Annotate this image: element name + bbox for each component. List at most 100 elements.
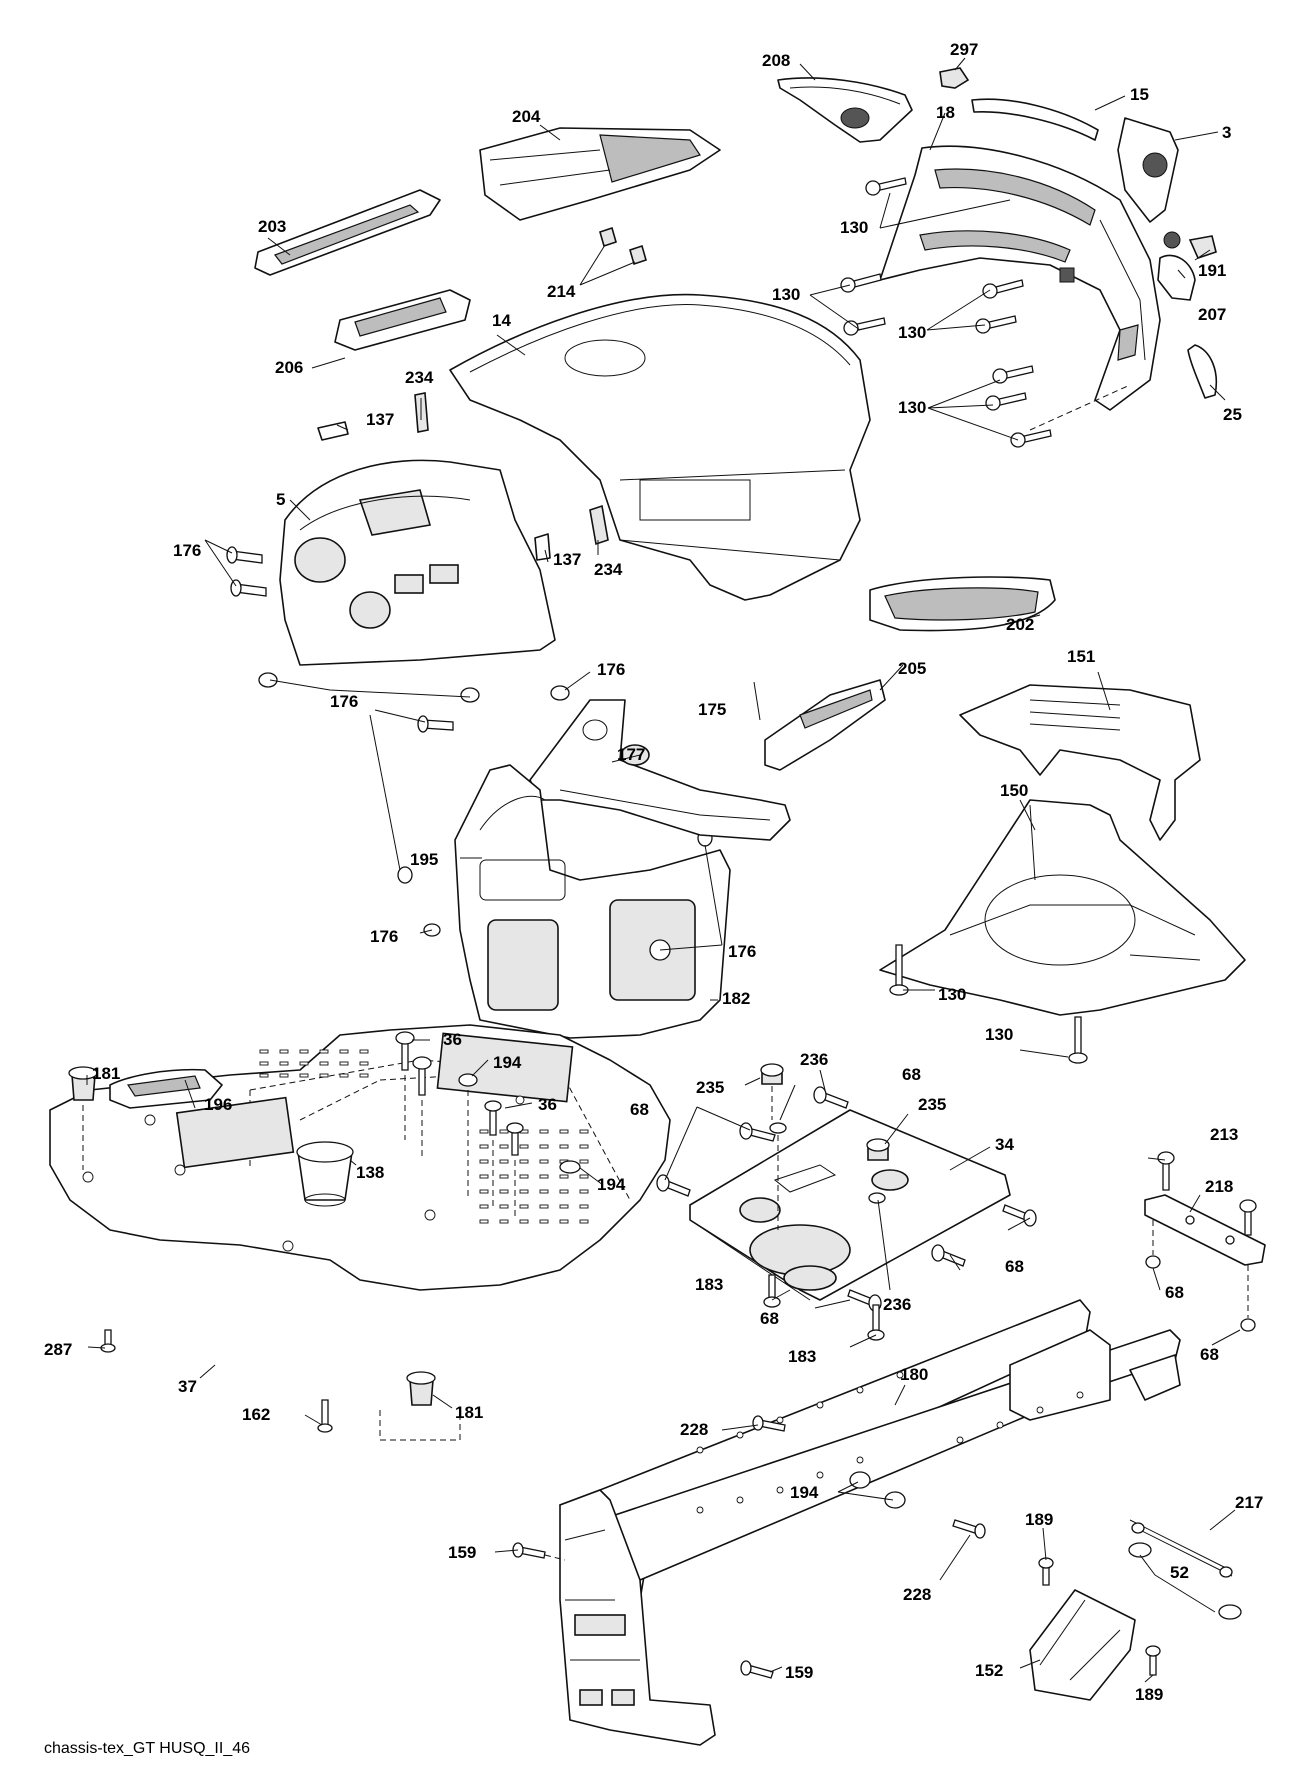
label-130-e: 130: [938, 985, 966, 1004]
label-205: 205: [898, 659, 926, 678]
part-194-nuts-mid: [458, 1073, 581, 1174]
label-36-a: 36: [443, 1030, 462, 1049]
part-130-screws-lower: [889, 944, 1088, 1064]
label-228-a: 228: [680, 1420, 708, 1439]
label-37: 37: [178, 1377, 197, 1396]
part-218-bracket: [1144, 1194, 1266, 1266]
label-130-f: 130: [985, 1025, 1013, 1044]
part-176-pins-left: [226, 546, 713, 937]
label-203: 203: [258, 217, 286, 236]
label-207: 207: [1198, 305, 1226, 324]
part-34-mount-plate: [689, 1109, 1011, 1301]
part-137-clip-a: [317, 421, 349, 441]
label-150: 150: [1000, 781, 1028, 800]
label-202: 202: [1006, 615, 1034, 634]
label-208: 208: [762, 51, 790, 70]
part-208-vent: [777, 77, 913, 143]
label-176-a: 176: [173, 541, 201, 560]
part-5-dashboard: [279, 459, 556, 666]
part-196-cover: [109, 1068, 223, 1109]
label-159-b: 159: [785, 1663, 813, 1682]
label-189-b: 189: [1135, 1685, 1163, 1704]
label-191: 191: [1198, 261, 1226, 280]
label-234-a: 234: [405, 368, 434, 387]
leader-lines: [86, 57, 1241, 1683]
label-234-b: 234: [594, 560, 623, 579]
part-217-rod: [1129, 1519, 1233, 1578]
part-205-vent: [764, 679, 886, 771]
part-151-bracket: [959, 684, 1201, 841]
diagram-caption: chassis-tex_GT HUSQ_II_46: [44, 1740, 250, 1757]
part-234-bracket-b: [589, 504, 609, 546]
part-206-vent: [334, 289, 471, 351]
label-130-b: 130: [772, 285, 800, 304]
part-137-clip-b: [534, 533, 551, 561]
label-183-a: 183: [695, 1275, 723, 1294]
label-5: 5: [276, 490, 285, 509]
label-130-d: 130: [898, 398, 926, 417]
part-181-bushings: [68, 1066, 436, 1406]
label-236-a: 236: [800, 1050, 828, 1069]
label-159-a: 159: [448, 1543, 476, 1562]
part-36-bolts: [395, 1031, 524, 1156]
part-204-hood-top: [479, 127, 721, 221]
part-203-grille: [254, 189, 441, 276]
label-235-a: 235: [696, 1078, 724, 1097]
label-130-c: 130: [898, 323, 926, 342]
label-287: 287: [44, 1340, 72, 1359]
label-297: 297: [950, 40, 978, 59]
label-15: 15: [1130, 85, 1149, 104]
part-159-screws: [512, 1542, 774, 1679]
label-68-d: 68: [1165, 1283, 1184, 1302]
label-194-c: 194: [790, 1483, 819, 1502]
label-176-d: 176: [370, 927, 398, 946]
part-175-pan: [529, 699, 791, 841]
label-214: 214: [547, 282, 576, 301]
part-15-trim: [971, 98, 1099, 141]
label-206: 206: [275, 358, 303, 377]
label-68-b: 68: [630, 1100, 649, 1119]
part-25-lens: [1187, 344, 1217, 399]
label-217: 217: [1235, 1493, 1263, 1512]
part-214-clips: [599, 226, 647, 266]
part-297-knob: [939, 67, 970, 89]
part-150-plate: [879, 799, 1246, 1016]
label-183-b: 183: [788, 1347, 816, 1366]
label-52: 52: [1170, 1563, 1189, 1582]
label-68-a: 68: [902, 1065, 921, 1084]
label-68-e: 68: [760, 1309, 779, 1328]
label-194-a: 194: [493, 1053, 522, 1072]
label-25: 25: [1223, 405, 1242, 424]
label-175: 175: [698, 700, 726, 719]
part-162-screw: [317, 1399, 333, 1433]
label-235-b: 235: [918, 1095, 946, 1114]
label-68-c: 68: [1005, 1257, 1024, 1276]
label-3: 3: [1222, 123, 1231, 142]
label-218: 218: [1205, 1177, 1233, 1196]
label-177: 177: [617, 745, 645, 764]
part-228-screws: [752, 1415, 986, 1539]
part-14-hood: [449, 293, 871, 601]
label-138: 138: [356, 1163, 384, 1182]
label-195: 195: [410, 850, 438, 869]
label-162: 162: [242, 1405, 270, 1424]
label-180: 180: [900, 1365, 928, 1384]
label-176-c: 176: [330, 692, 358, 711]
label-151: 151: [1067, 647, 1095, 666]
part-3-light-cover: [1117, 117, 1179, 223]
label-68-f: 68: [1200, 1345, 1219, 1364]
part-130-screws-upper: [840, 177, 1052, 448]
part-180-frame: [559, 1299, 1181, 1746]
part-152-bracket: [1029, 1589, 1136, 1701]
part-202-grille: [869, 576, 1056, 632]
label-137-b: 137: [553, 550, 581, 569]
part-138-cup: [296, 1141, 354, 1207]
part-18-front-grille: [879, 145, 1161, 411]
label-182: 182: [722, 989, 750, 1008]
part-37-footrest: [49, 1024, 671, 1291]
part-68-nuts-bracket: [1145, 1255, 1256, 1332]
label-213: 213: [1210, 1125, 1238, 1144]
label-152: 152: [975, 1661, 1003, 1680]
part-177-clip: [620, 744, 650, 766]
